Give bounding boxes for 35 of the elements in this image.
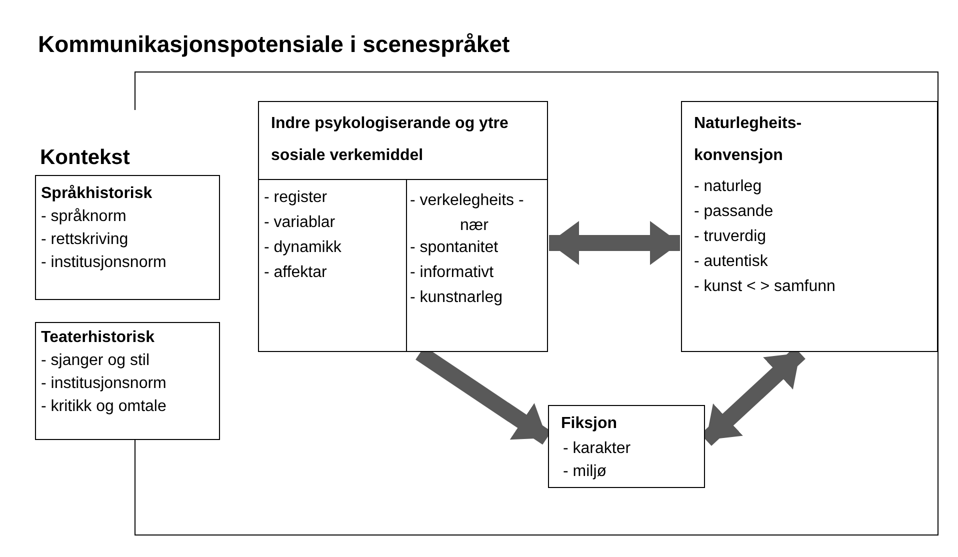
list-item: - institusjonsnorm (41, 253, 166, 273)
list-item: - miljø (563, 462, 607, 482)
list-item: - register (264, 188, 328, 208)
list-item: - dynamikk (264, 238, 342, 258)
box-heading: Naturlegheits- konvensjon (694, 114, 803, 166)
list-item: - informativt (410, 263, 494, 283)
list-item: - passande (694, 202, 774, 222)
list-item: - truverdig (694, 227, 766, 247)
list-item: - kunstnarleg (410, 288, 502, 308)
text-box (681, 101, 938, 352)
list-item: - rettskriving (41, 230, 128, 250)
diagram-title: Kommunikasjonspotensiale i scenespråket (38, 30, 510, 58)
list-item: - affektar (264, 263, 327, 283)
list-item: - autentisk (694, 252, 768, 272)
block-arrow (549, 221, 680, 265)
box-heading: Fiksjon (561, 414, 618, 434)
text-box (258, 101, 548, 352)
list-item: - verkelegheits -nær (410, 191, 525, 236)
list-item: - spontanitet (410, 238, 498, 258)
list-item: - naturleg (694, 177, 762, 197)
list-item: - institusjonsnorm (41, 374, 166, 394)
column-panel (406, 179, 547, 351)
box-heading: Indre psykologiserande og ytre sosiale verkemiddel (271, 114, 510, 166)
text-box (548, 405, 705, 488)
section-heading: Kontekst (40, 145, 130, 171)
list-item: - sjanger og stil (41, 351, 150, 371)
list-item: - kunst < > samfunn (694, 277, 836, 297)
text-box (35, 175, 220, 300)
list-item: - variablar (264, 213, 336, 233)
box-heading: Språkhistorisk (41, 184, 152, 204)
list-item: - kritikk og omtale (41, 397, 166, 417)
box-heading: Teaterhistorisk (41, 328, 155, 348)
list-item: - karakter (563, 439, 631, 459)
text-box (35, 322, 220, 440)
list-item: - språknorm (41, 207, 126, 227)
